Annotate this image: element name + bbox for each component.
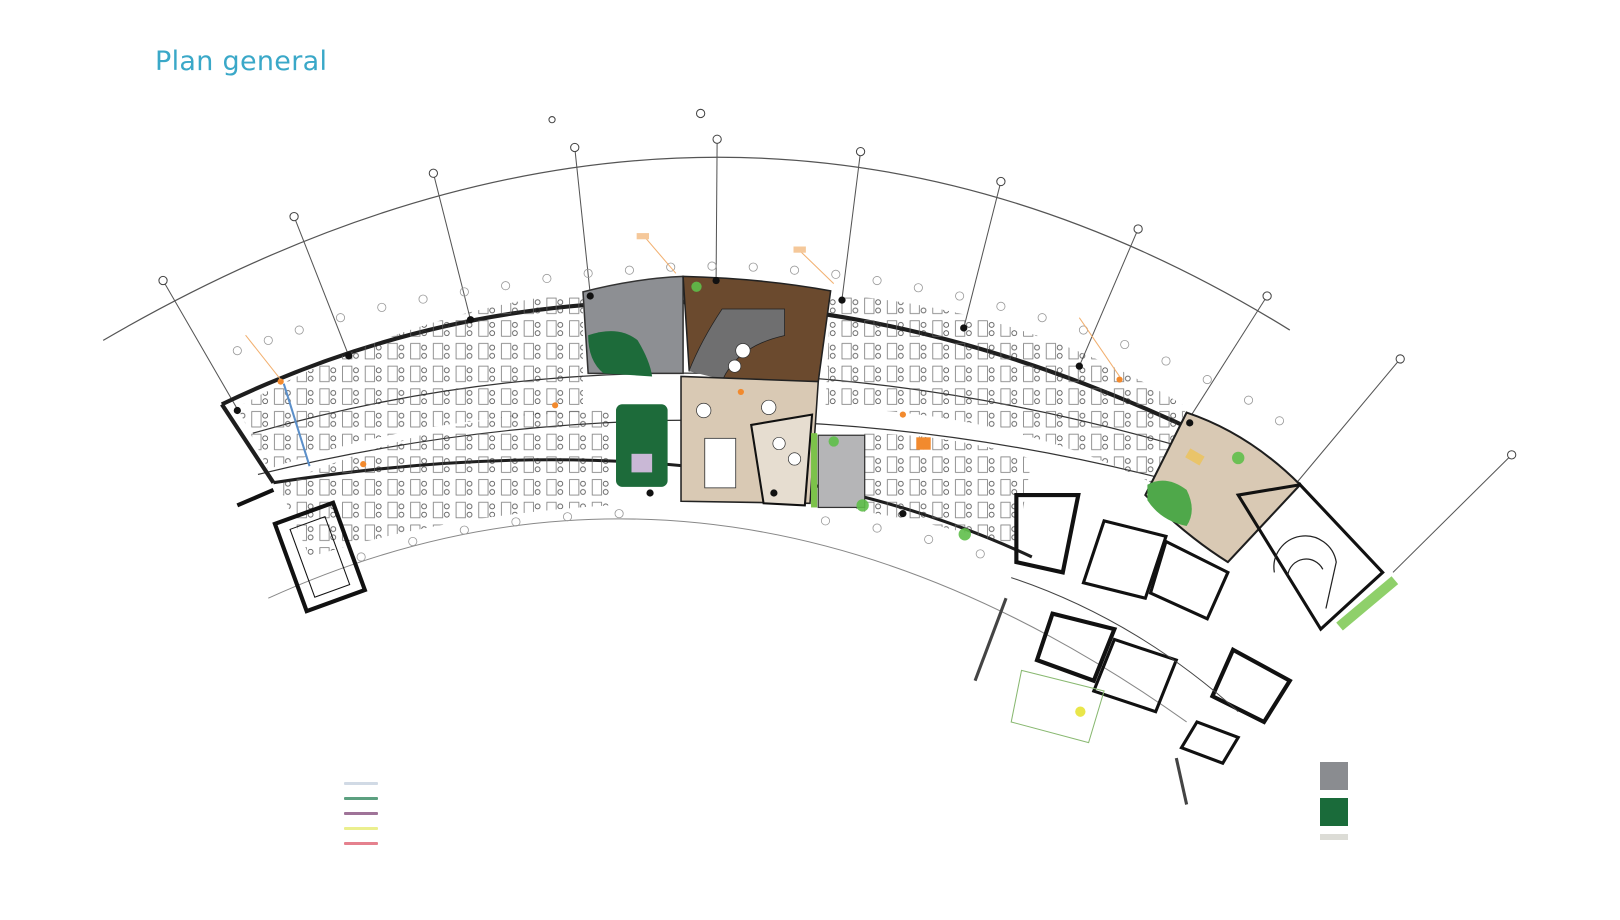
hub-annex: [750, 413, 814, 507]
legend-line-4: [344, 827, 378, 830]
west-stair-core: [236, 488, 368, 614]
site-boundary-arc: [102, 156, 1291, 341]
cafe-counter: [689, 309, 785, 380]
legend-line-1: [344, 782, 378, 785]
desk-area-south-east: [856, 433, 1032, 547]
structural-columns: [233, 276, 1194, 518]
hub-table: [704, 437, 737, 489]
green-lounge-north: [588, 331, 653, 377]
grid-bubbles: [158, 108, 1517, 460]
desk-area-north-west: [237, 291, 583, 470]
gray-service-room: [817, 434, 866, 509]
page-title: Plan general: [155, 46, 328, 77]
desk-area-south-west: [278, 407, 609, 557]
plant-markers: [691, 281, 1245, 541]
orange-markers: [277, 376, 1123, 468]
yellow-marker: [1075, 706, 1086, 717]
spiral-stair: [1273, 535, 1337, 609]
east-green-strip: [1336, 576, 1399, 631]
desk-area-north-east: [825, 293, 1187, 485]
legend-swatch-beige: [1320, 834, 1348, 840]
legend-swatch-green: [1320, 798, 1348, 826]
grid-axes: [162, 139, 1513, 573]
cafe-chairs: [696, 343, 802, 466]
legend-line-5: [344, 842, 378, 845]
lower-site-arc: [268, 518, 1187, 723]
east-green-planting: [1147, 480, 1192, 527]
green-pod-furniture: [631, 453, 653, 473]
blue-partition: [282, 383, 311, 467]
green-divider: [811, 433, 818, 508]
east-meeting-table: [1185, 448, 1205, 466]
green-focus-pod: [616, 404, 668, 487]
legend-line-3: [344, 812, 378, 815]
east-service-cores: [1014, 483, 1385, 766]
legend-color-key: [1320, 762, 1348, 848]
orange-callouts: [245, 233, 1120, 380]
east-lines: [973, 577, 1239, 805]
legend-line-2: [344, 797, 378, 800]
legend-line-key: [344, 782, 380, 857]
legend-swatch-gray: [1320, 762, 1348, 790]
